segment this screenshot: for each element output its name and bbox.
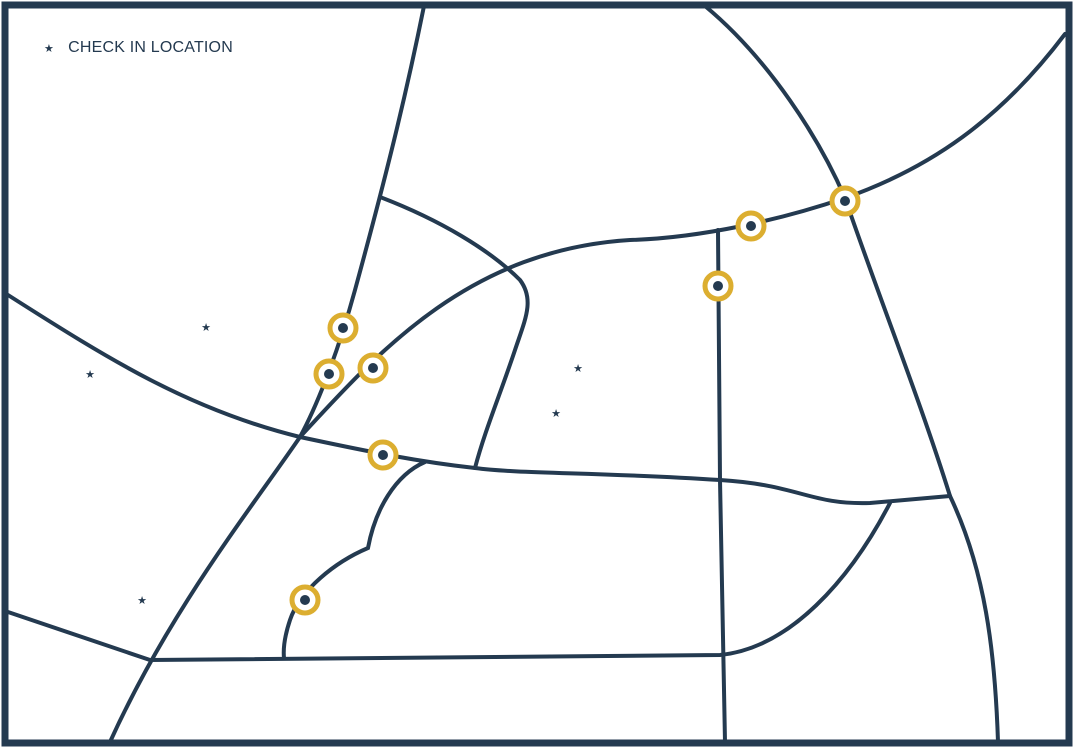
map-legend: ★ CHECK IN LOCATION bbox=[44, 39, 233, 57]
road bbox=[703, 4, 1000, 744]
check-in-stars: ★ ★ ★ ★ ★ bbox=[85, 321, 583, 607]
road bbox=[716, 228, 727, 744]
star-icon: ★ bbox=[44, 42, 55, 55]
location-marker-icon[interactable] bbox=[357, 352, 389, 384]
road bbox=[378, 195, 530, 470]
location-markers bbox=[289, 185, 861, 616]
road bbox=[281, 460, 427, 660]
check-in-star-icon[interactable]: ★ bbox=[551, 407, 561, 420]
location-marker-icon[interactable] bbox=[829, 185, 861, 217]
location-marker-icon[interactable] bbox=[313, 358, 345, 390]
road bbox=[298, 32, 1067, 439]
location-marker-icon[interactable] bbox=[289, 584, 321, 616]
location-marker-icon[interactable] bbox=[367, 439, 399, 471]
check-in-star-icon[interactable]: ★ bbox=[573, 362, 583, 375]
road bbox=[6, 293, 952, 506]
location-marker-icon[interactable] bbox=[327, 312, 359, 344]
location-marker-icon[interactable] bbox=[735, 210, 767, 242]
check-in-star-icon[interactable]: ★ bbox=[137, 594, 147, 607]
check-in-star-icon[interactable]: ★ bbox=[85, 368, 95, 381]
check-in-star-icon[interactable]: ★ bbox=[201, 321, 211, 334]
location-marker-icon[interactable] bbox=[702, 270, 734, 302]
roads bbox=[6, 4, 1067, 744]
legend-label: CHECK IN LOCATION bbox=[68, 39, 233, 56]
road bbox=[6, 501, 892, 663]
